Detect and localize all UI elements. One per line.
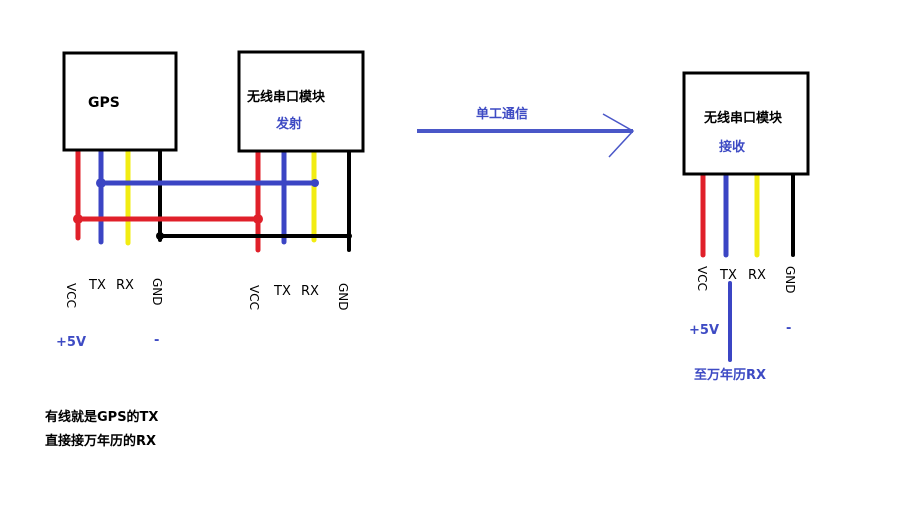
tx-module-pin-tx: TX [273, 284, 291, 299]
transmitter-module-box [237, 50, 365, 153]
wires-left [73, 147, 352, 253]
junction-dot [253, 214, 263, 224]
simplex-arrow [417, 113, 635, 158]
transmitter-module-title: 无线串口模块 [246, 89, 326, 105]
gps-module-title: GPS [88, 95, 120, 111]
junction-dot [73, 214, 83, 224]
arrow-head [602, 113, 635, 158]
receiver-role-label: 接收 [719, 139, 746, 155]
rx-module-pin-gnd: GND [783, 266, 797, 294]
tx-module-pin-gnd: GND [336, 283, 350, 311]
gps-plus5v-label: +5V [56, 335, 86, 350]
gps-pin-gnd: GND [150, 278, 164, 306]
gps-minus-label: - [154, 333, 159, 348]
tx-module-pin-vcc: VCC [247, 285, 261, 310]
tx-module-pin-rx: RX [301, 284, 319, 299]
receiver-module-box [682, 71, 810, 176]
gps-pin-vcc: VCC [64, 283, 78, 308]
receiver-module-title: 无线串口模块 [703, 110, 783, 126]
transmitter-role-label: 发射 [275, 116, 302, 132]
junction-dot [156, 232, 164, 240]
gps-pin-rx: RX [116, 278, 134, 293]
junction-dot [96, 178, 106, 188]
wires-receiver [700, 171, 795, 362]
rx-module-pin-tx: TX [719, 268, 737, 283]
simplex-label: 单工通信 [476, 106, 528, 122]
rx-module-pin-rx: RX [748, 268, 766, 283]
note-line-1: 有线就是GPS的TX [45, 409, 158, 425]
rx-module-plus5v-label: +5V [689, 323, 719, 338]
rx-module-minus-label: - [786, 321, 791, 336]
rx-module-pin-vcc: VCC [695, 266, 709, 291]
clock-rx-target-label: 至万年历RX [694, 367, 766, 383]
note-line-2: 直接接万年历的RX [45, 433, 156, 449]
gps-module-box [62, 51, 178, 152]
junction-dot [346, 233, 352, 239]
junction-dot [311, 179, 319, 187]
gps-pin-tx: TX [88, 278, 106, 293]
